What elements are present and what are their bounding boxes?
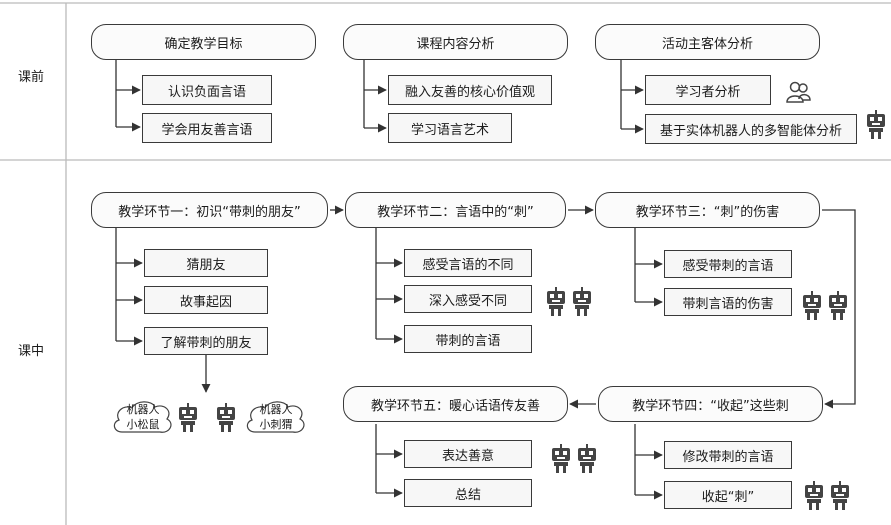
stage-5-item-1: 表达善意 bbox=[404, 440, 532, 468]
content-item-1: 融入友善的核心价值观 bbox=[388, 75, 552, 105]
row-label-pre: 课前 bbox=[18, 70, 45, 85]
robot-icon bbox=[829, 291, 847, 320]
subjects-item-2: 基于实体机器人的多智能体分析 bbox=[645, 114, 857, 144]
cloud-line-1b: 小松鼠 bbox=[126, 418, 160, 431]
robot-icon bbox=[217, 403, 235, 432]
stage-4-item-1: 修改带刺的言语 bbox=[664, 441, 792, 469]
content-title: 课程内容分析 bbox=[343, 24, 568, 60]
cloud-line-1a: 机器人 bbox=[126, 403, 160, 416]
goals-item-2: 学会用友善言语 bbox=[142, 113, 272, 143]
row-label-in: 课中 bbox=[18, 344, 45, 359]
robot-icon bbox=[831, 481, 849, 510]
stage-3-item-1: 感受带刺的言语 bbox=[664, 250, 792, 278]
robot-icon bbox=[573, 287, 591, 316]
content-item-2: 学习语言艺术 bbox=[388, 113, 512, 143]
cloud-text-1: 机器人小松鼠 bbox=[110, 402, 176, 432]
robot-icon bbox=[552, 444, 570, 473]
stage-1-item-3: 了解带刺的朋友 bbox=[144, 327, 268, 355]
cloud-robot-hedgehog: 机器人小刺猬 bbox=[243, 398, 309, 438]
subjects-title: 活动主客体分析 bbox=[595, 24, 820, 60]
robot-icon bbox=[805, 481, 823, 510]
stage-5-item-2: 总结 bbox=[404, 479, 532, 507]
stage-4-title: 教学环节四：“收起”这些刺 bbox=[598, 386, 823, 422]
stage-1-item-2: 故事起因 bbox=[144, 286, 268, 314]
goals-item-1: 认识负面言语 bbox=[142, 75, 272, 105]
robot-icon bbox=[179, 403, 197, 432]
stage-1-title: 教学环节一：初识“带刺的朋友” bbox=[91, 192, 328, 228]
stage-3-item-2: 带刺言语的伤害 bbox=[664, 288, 792, 316]
robot-icon bbox=[578, 444, 596, 473]
people-icon bbox=[786, 81, 811, 103]
stage-2-item-2: 深入感受不同 bbox=[404, 285, 532, 313]
cloud-line-2b: 小刺猬 bbox=[259, 418, 293, 431]
stage-4-item-2: 收起“刺” bbox=[664, 481, 792, 509]
subjects-item-1: 学习者分析 bbox=[645, 75, 771, 105]
robot-icon bbox=[803, 291, 821, 320]
speech-cloud-icon bbox=[113, 401, 172, 433]
speech-cloud-icon bbox=[246, 401, 305, 433]
stage-2-title: 教学环节二：言语中的“刺” bbox=[345, 192, 566, 228]
cloud-line-2a: 机器人 bbox=[259, 403, 293, 416]
robot-icon bbox=[547, 287, 565, 316]
goals-title: 确定教学目标 bbox=[91, 24, 316, 60]
robot-icon bbox=[867, 110, 885, 139]
stage-1-item-1: 猜朋友 bbox=[144, 249, 268, 277]
stage-2-item-1: 感受言语的不同 bbox=[404, 249, 532, 277]
cloud-text-2: 机器人小刺猬 bbox=[243, 402, 309, 432]
cloud-robot-squirrel: 机器人小松鼠 bbox=[110, 398, 176, 438]
stage-2-item-3: 带刺的言语 bbox=[404, 325, 532, 353]
stage-5-title: 教学环节五：暖心话语传友善 bbox=[343, 386, 568, 422]
stage-3-title: 教学环节三：“刺”的伤害 bbox=[595, 192, 820, 228]
